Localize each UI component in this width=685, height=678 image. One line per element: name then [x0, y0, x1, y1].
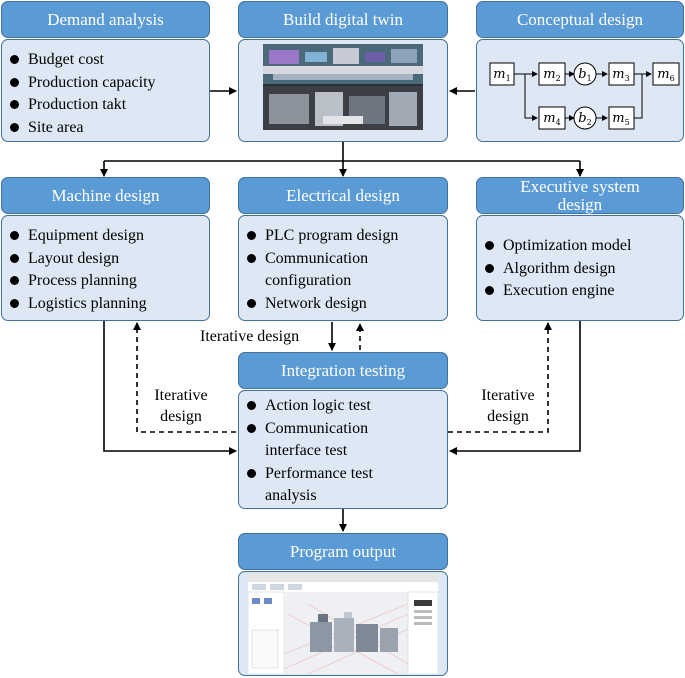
list-item: Production capacity — [2, 72, 209, 95]
list-item: Optimization model — [477, 235, 683, 258]
program-output-box: Program output — [238, 533, 448, 676]
integration-testing-box: Integration testing Action logic test Co… — [238, 352, 448, 509]
node-b2: b2 — [578, 111, 591, 127]
program-output-body — [238, 571, 448, 676]
digital-twin-body — [238, 39, 448, 142]
demand-analysis-body: Budget cost Production capacity Producti… — [1, 39, 210, 142]
integration-testing-title: Integration testing — [238, 352, 448, 389]
edge-m5-m6 — [634, 74, 643, 119]
executive-system-list: Optimization model Algorithm design Exec… — [477, 216, 683, 303]
list-item: Performance test analysis — [239, 463, 447, 508]
conceptual-design-body: m1 m2 b1 m3 m6 m4 b2 m5 — [476, 39, 684, 142]
conceptual-graph: m1 m2 b1 m3 m6 m4 b2 m5 — [489, 62, 680, 130]
arrow-testing-to-machine — [133, 322, 236, 433]
node-m5: m5 — [612, 111, 629, 127]
machine-design-title: Machine design — [1, 177, 210, 214]
list-item: Communication configuration — [239, 248, 447, 293]
node-m3: m3 — [612, 67, 629, 83]
electrical-design-body: PLC program design Communication configu… — [238, 215, 448, 321]
node-m1: m1 — [493, 67, 510, 83]
list-item: Layout design — [2, 248, 209, 271]
list-item: Process planning — [2, 270, 209, 293]
node-b1: b1 — [578, 67, 591, 83]
executive-system-body: Optimization model Algorithm design Exec… — [476, 215, 684, 321]
arrow-executive-to-testing — [449, 321, 581, 455]
conceptual-design-box: Conceptual design — [476, 1, 684, 142]
electrical-design-list: PLC program design Communication configu… — [239, 216, 447, 315]
list-item: Equipment design — [2, 225, 209, 248]
node-m6: m6 — [657, 67, 674, 83]
node-m2: m2 — [543, 67, 560, 83]
iterative-design-label-left: Iterative design — [154, 387, 208, 425]
list-item: Communication interface test — [239, 418, 447, 463]
electrical-design-title: Electrical design — [238, 177, 448, 214]
edge-branch — [524, 74, 538, 121]
program-output-title: Program output — [238, 533, 448, 570]
digital-twin-title: Build digital twin — [238, 1, 448, 38]
arrow-testing-to-executive — [448, 322, 552, 433]
iterative-design-label-top: Iterative design — [200, 328, 300, 345]
integration-testing-body: Action logic test Communication interfac… — [238, 390, 448, 509]
demand-analysis-list: Budget cost Production capacity Producti… — [2, 40, 209, 139]
digital-twin-box: Build digital twin — [238, 1, 448, 142]
machine-design-box: Machine design Equipment design Layout d… — [1, 177, 210, 321]
list-item: PLC program design — [239, 225, 447, 248]
node-m4: m4 — [543, 111, 560, 127]
arrow-machine-to-testing — [103, 321, 237, 455]
machine-design-body: Equipment design Layout design Process p… — [1, 215, 210, 321]
list-item: Execution engine — [477, 280, 683, 303]
list-item: Production takt — [2, 94, 209, 117]
iterative-design-label-right: Iterative design — [481, 387, 535, 425]
integration-testing-list: Action logic test Communication interfac… — [239, 391, 447, 508]
list-item: Algorithm design — [477, 258, 683, 281]
conceptual-design-title: Conceptual design — [476, 1, 684, 38]
list-item: Action logic test — [239, 395, 447, 418]
machine-design-list: Equipment design Layout design Process p… — [2, 216, 209, 315]
executive-system-box: Executive system design Optimization mod… — [476, 177, 684, 321]
program-output-screenshot — [248, 574, 438, 674]
list-item: Budget cost — [2, 49, 209, 72]
demand-analysis-box: Demand analysis Budget cost Production c… — [1, 1, 210, 142]
list-item: Site area — [2, 117, 209, 140]
executive-system-title: Executive system design — [476, 177, 684, 214]
demand-analysis-title: Demand analysis — [1, 1, 210, 38]
electrical-design-box: Electrical design PLC program design Com… — [238, 177, 448, 321]
list-item: Logistics planning — [2, 293, 209, 316]
list-item: Network design — [239, 293, 447, 316]
digital-twin-image — [263, 44, 423, 130]
